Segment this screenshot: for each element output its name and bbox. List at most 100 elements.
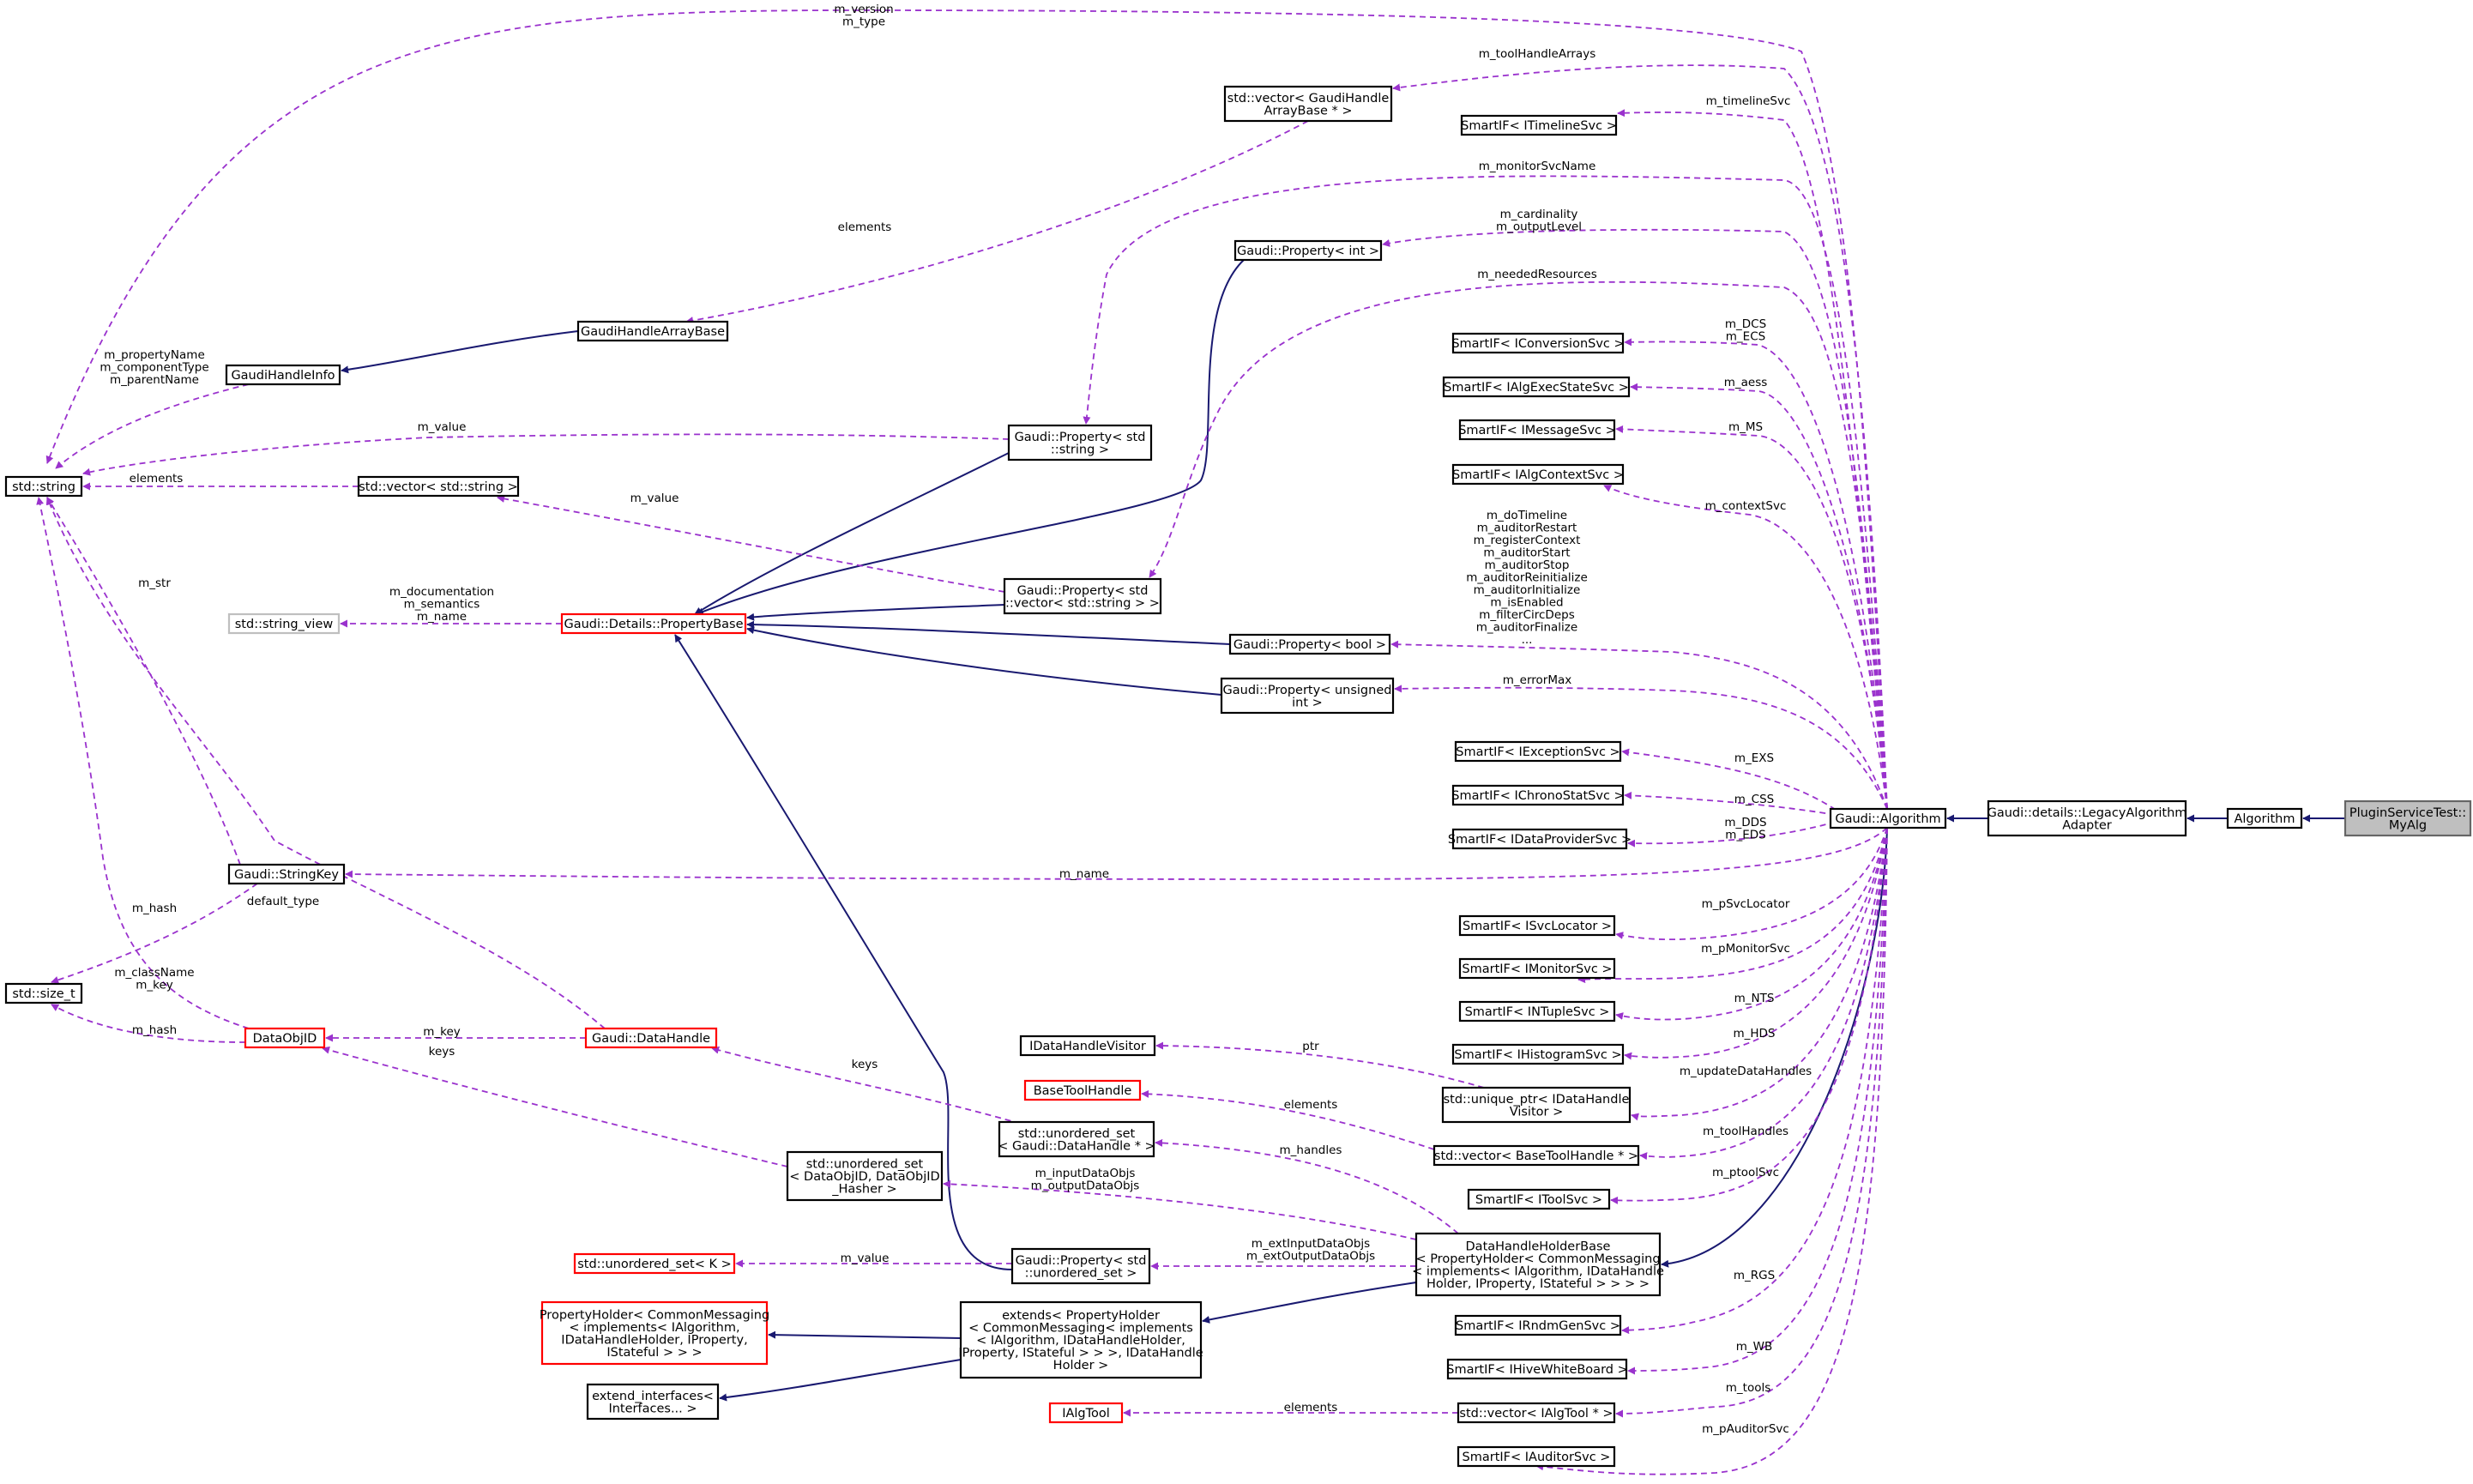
node-smartif-algcontext[interactable]: SmartIF< IAlgContextSvc > [1451,463,1625,486]
node-smartif-histogram[interactable]: SmartIF< IHistogramSvc > [1451,1043,1625,1065]
node-gaudi-stringkey[interactable]: Gaudi::StringKey [227,863,346,885]
node-idatahandlevisitor[interactable]: IDataHandleVisitor [1019,1035,1156,1057]
node-label-line: SmartIF< IAlgExecStateSvc > [1444,381,1629,395]
node-smartif-message[interactable]: SmartIF< IMessageSvc > [1458,419,1616,441]
edge-label-line: m_hash [132,902,177,915]
node-label: SmartIF< IAlgContextSvc > [1452,468,1624,482]
node-label-line: ::vector< std::string > > [1005,596,1160,610]
property-unsigned-inherits [746,626,1222,696]
node-label-line: std::vector< GaudiHandle [1227,92,1390,106]
elements-handlearray-edge [685,120,1309,325]
node-smartif-monitor[interactable]: SmartIF< IMonitorSvc > [1458,957,1616,980]
node-label-line: SmartIF< ISvcLocator > [1463,920,1612,933]
timelinesvc-edge [1617,109,1888,810]
node-label: std::vector< std::string > [359,480,518,494]
edge-label-line: m_filterCircDeps [1479,608,1574,622]
node-label-line: Holder > [1053,1359,1109,1372]
node-extend-interfaces[interactable]: extend_interfaces<Interfaces... > [586,1383,720,1421]
node-smartif-ntuple[interactable]: SmartIF< INTupleSvc > [1458,1000,1616,1023]
node-smartif-algexecstate[interactable]: SmartIF< IAlgExecStateSvc > [1442,376,1631,398]
node-smartif-rndmgen[interactable]: SmartIF< IRndmGenSvc > [1454,1314,1622,1336]
node-property-base[interactable]: Gaudi::Details::PropertyBase [560,612,747,635]
datahandleholder-inherits [1661,827,1888,1268]
edge-label-update-datahandles: m_updateDataHandles [1680,1065,1812,1078]
node-smartif-hivewhiteboard[interactable]: SmartIF< IHiveWhiteBoard > [1446,1358,1628,1380]
node-std-string[interactable]: std::string [4,475,83,498]
node-property-unordered-set[interactable]: Gaudi::Property< std::unordered_set > [1010,1247,1151,1285]
node-basetoolhandle[interactable]: BaseToolHandle [1023,1079,1142,1101]
node-property-string[interactable]: Gaudi::Property< std::string > [1007,424,1153,461]
edge-label-line: m_EDS [1725,829,1765,842]
property-vector-inherits [746,604,1005,621]
node-label: DataObjID [253,1032,317,1046]
nodes-layer: PluginServiceTest::MyAlgAlgorithmGaudi::… [4,85,2472,1468]
str-edge [46,497,241,866]
edge-label-line: m_contextSvc [1705,499,1787,513]
edge-label-needed-resources: m_neededResources [1477,268,1596,281]
hash-dataobjid-edge [51,1004,246,1043]
node-dataobjid[interactable]: DataObjID [244,1027,326,1049]
toolhandles-edge [1639,827,1888,1161]
edge-label-line: m_auditorFinalize [1476,621,1577,635]
node-gaudihandleinfo[interactable]: GaudiHandleInfo [225,364,341,386]
node-box [560,612,747,635]
node-smartif-tool[interactable]: SmartIF< IToolSvc > [1467,1188,1611,1210]
node-smartif-dataprovider[interactable]: SmartIF< IDataProviderSvc > [1448,828,1632,850]
edge-label-line: m_outputLevel [1496,220,1582,234]
node-label: SmartIF< IExceptionSvc > [1456,745,1620,759]
node-label: Gaudi::Algorithm [1835,812,1940,826]
node-vector-ialgtool[interactable]: std::vector< IAlgTool * > [1457,1402,1616,1424]
node-algorithm[interactable]: Algorithm [2226,807,2303,829]
edge-label-exs: m_EXS [1734,751,1774,765]
node-label-line: std::string [12,480,75,494]
node-unordered-set-dataobjid[interactable]: std::unordered_set< DataObjID, DataObjID… [786,1150,944,1202]
node-std-size-t[interactable]: std::size_t [4,982,83,1004]
node-smartif-conversion[interactable]: SmartIF< IConversionSvc > [1451,332,1625,354]
node-label-line: Gaudi::DataHandle [592,1032,710,1046]
edge-label-line: ptr [1302,1040,1319,1053]
node-box [227,612,341,635]
node-std-string-view[interactable]: std::string_view [227,612,341,635]
node-unordered-set-k[interactable]: std::unordered_set< K > [573,1252,736,1275]
node-label-line: SmartIF< IDataProviderSvc > [1448,833,1632,847]
node-box [2226,807,2303,829]
node-property-bool[interactable]: Gaudi::Property< bool > [1228,633,1391,655]
node-property-vector-string[interactable]: Gaudi::Property< std::vector< std::strin… [1003,577,1162,615]
node-unordered-set-datahandle[interactable]: std::unordered_set< Gaudi::DataHandle * … [998,1120,1155,1158]
node-label-line: SmartIF< IRndmGenSvc > [1456,1319,1620,1333]
node-gaudi-algorithm[interactable]: Gaudi::Algorithm [1829,807,1947,829]
node-smartif-timeline[interactable]: SmartIF< ITimelineSvc > [1460,114,1618,136]
node-label-line: SmartIF< IHistogramSvc > [1454,1048,1621,1062]
node-box [1458,1000,1616,1023]
node-smartif-auditor[interactable]: SmartIF< IAuditorSvc > [1457,1445,1616,1468]
node-datahandleholderbase[interactable]: DataHandleHolderBase< PropertyHolder< Co… [1412,1232,1664,1297]
node-label: SmartIF< ISvcLocator > [1463,920,1612,933]
node-gaudi-datahandle[interactable]: Gaudi::DataHandle [584,1027,718,1049]
node-smartif-chronostat[interactable]: SmartIF< IChronoStatSvc > [1451,784,1625,806]
node-smartif-svclocator[interactable]: SmartIF< ISvcLocator > [1458,914,1616,937]
node-extends-propertyholder[interactable]: extends< PropertyHolder< CommonMessaging… [958,1300,1203,1379]
node-vector-basetoolhandle[interactable]: std::vector< BaseToolHandle * > [1433,1144,1640,1167]
node-smartif-exception[interactable]: SmartIF< IExceptionSvc > [1454,740,1622,763]
node-box [1987,799,2187,837]
handleinfo-inherits [341,330,579,374]
node-label: SmartIF< IAuditorSvc > [1463,1451,1611,1464]
node-gaudihandlearraybase[interactable]: GaudiHandleArrayBase [576,320,729,342]
node-plugin-myalg[interactable]: PluginServiceTest::MyAlg [2343,799,2472,837]
edge-label-line: m_toolHandleArrays [1479,47,1595,61]
node-property-int[interactable]: Gaudi::Property< int > [1233,239,1383,262]
edge-label-line: m_hash [132,1023,177,1037]
node-box [1451,1043,1625,1065]
node-vector-string[interactable]: std::vector< std::string > [357,475,520,498]
edge-label-context-svc: m_contextSvc [1705,499,1787,513]
node-propertyholder[interactable]: PropertyHolder< CommonMessaging< impleme… [540,1300,769,1366]
node-label: IAlgTool [1062,1407,1110,1421]
node-ialgtool[interactable]: IAlgTool [1048,1402,1124,1424]
edge-label-line: default_type [247,895,319,908]
